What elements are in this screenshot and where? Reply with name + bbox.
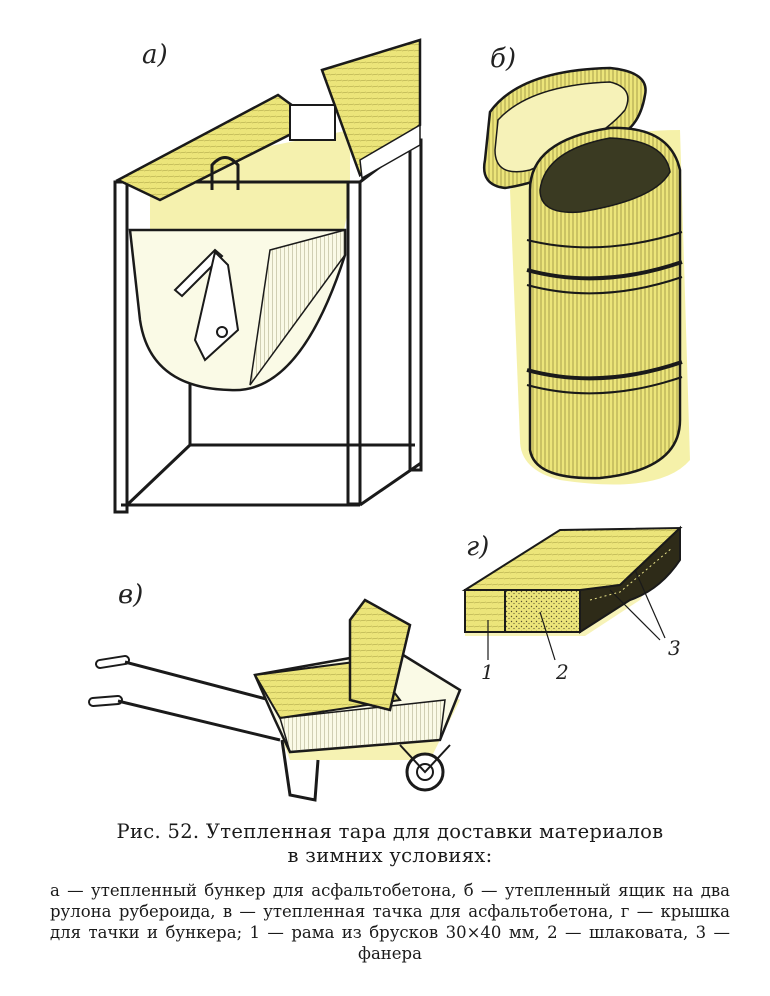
panel-label-b: б) bbox=[490, 44, 517, 74]
hopper-illustration bbox=[113, 38, 423, 514]
panel-label-a: а) bbox=[142, 40, 168, 70]
caption-title-line-2: в зимних условиях: bbox=[287, 844, 493, 867]
caption-title-line-1: Рис. 52. Утепленная тара для доставки ма… bbox=[116, 820, 664, 843]
caption-body: а — утепленный бункер для асфальтобетона… bbox=[50, 881, 730, 963]
figure-52-illustration: а) б) в) г) 1 2 3 bbox=[88, 38, 690, 802]
callout-1: 1 bbox=[481, 660, 494, 684]
callout-2: 2 bbox=[556, 660, 569, 684]
roll-box-illustration bbox=[482, 66, 690, 485]
caption-title: Рис. 52. Утепленная тара для доставки ма… bbox=[50, 820, 730, 868]
figure-caption: Рис. 52. Утепленная тара для доставки ма… bbox=[50, 820, 730, 964]
wheelbarrow-illustration bbox=[88, 598, 462, 802]
lid-section-illustration bbox=[461, 525, 683, 661]
callout-3: 3 bbox=[668, 636, 681, 660]
panel-label-g: г) bbox=[466, 532, 490, 562]
figure-drawing bbox=[88, 38, 690, 802]
panel-label-v: в) bbox=[118, 580, 144, 610]
